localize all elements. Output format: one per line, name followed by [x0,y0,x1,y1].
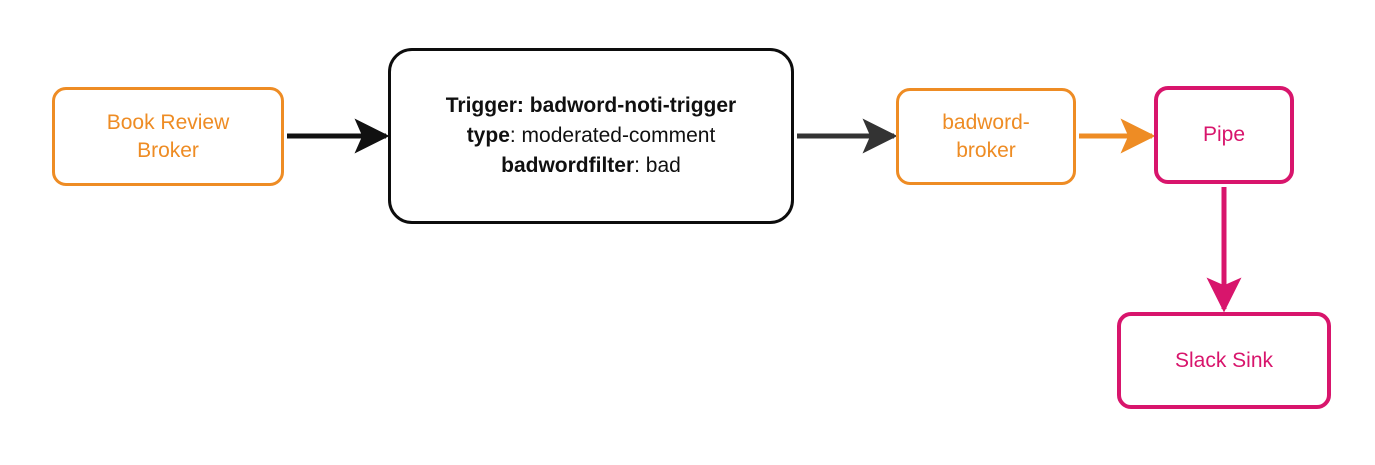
node-badword-broker[interactable]: badword- broker [896,88,1076,185]
node-book-review-broker[interactable]: Book Review Broker [52,87,284,186]
trigger-line-type: type: moderated-comment [467,121,716,151]
node-pipe-label: Pipe [1202,123,1246,147]
trigger-type-value: : moderated-comment [509,124,716,148]
node-slack-sink-label: Slack Sink [1174,348,1274,372]
node-slack-sink[interactable]: Slack Sink [1117,312,1331,409]
node-badword-noti-trigger[interactable]: Trigger: badword-noti-trigger type: mode… [388,48,794,224]
trigger-badwordfilter-value: : bad [634,153,681,177]
trigger-line-name: Trigger: badword-noti-trigger [445,94,737,118]
node-badword-broker-label: badword- broker [942,111,1030,162]
node-book-review-broker-label: Book Review Broker [106,111,230,162]
node-pipe[interactable]: Pipe [1154,86,1294,184]
trigger-badwordfilter-key: badwordfilter [501,153,635,177]
trigger-type-key: type [466,124,510,148]
trigger-line-badwordfilter: badwordfilter: bad [501,151,681,181]
